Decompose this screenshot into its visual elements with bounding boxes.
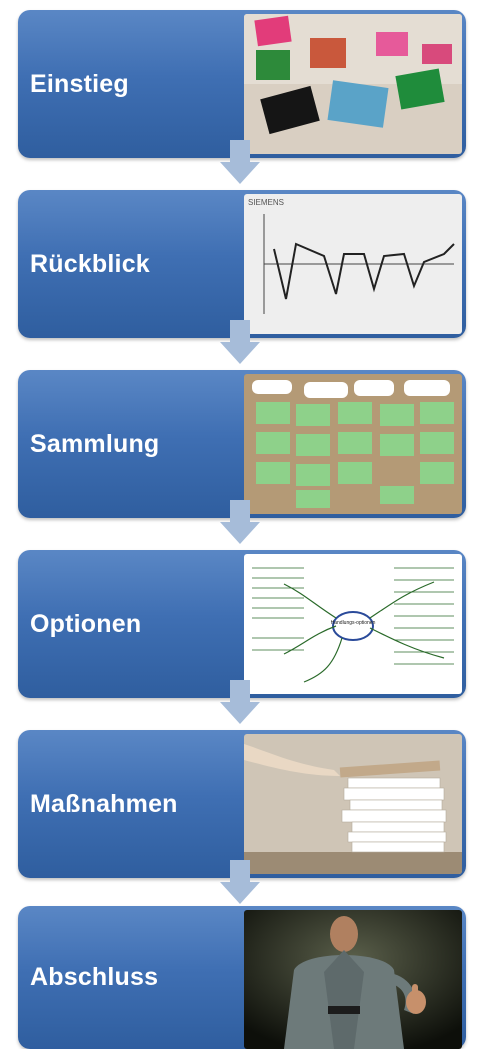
- down-arrow-icon: [220, 500, 260, 544]
- down-arrow-icon: [220, 320, 260, 364]
- mindmap-center-text: Handlungs-optionen: [331, 620, 376, 626]
- pinboard-sticky-notes-photo: [244, 374, 462, 514]
- step-box-rueckblick: Rückblick SIEMENS: [18, 190, 466, 338]
- paper-stack-photo: [244, 734, 462, 874]
- cards-on-table-photo: [244, 14, 462, 154]
- down-arrow-icon: [220, 140, 260, 184]
- step-label: Rückblick: [30, 249, 150, 278]
- mind-map-photo: Handlungs-optionen: [244, 554, 462, 694]
- step-box-massnahmen: Maßnahmen: [18, 730, 466, 878]
- siemens-line-chart-photo: SIEMENS: [244, 194, 462, 334]
- step-box-einstieg: Einstieg: [18, 10, 466, 158]
- step-box-sammlung: Sammlung: [18, 370, 466, 518]
- thumbs-up-man-photo: [244, 910, 462, 1049]
- step-box-optionen: Optionen Handlungs-optionen: [18, 550, 466, 698]
- step-label: Sammlung: [30, 429, 160, 458]
- chart-header-text: SIEMENS: [248, 198, 284, 207]
- down-arrow-icon: [220, 680, 260, 724]
- down-arrow-icon: [220, 860, 260, 904]
- step-label: Abschluss: [30, 963, 159, 991]
- step-label: Einstieg: [30, 69, 129, 98]
- step-label: Optionen: [30, 609, 142, 638]
- step-box-abschluss: Abschluss: [18, 906, 466, 1049]
- step-label: Maßnahmen: [30, 789, 178, 818]
